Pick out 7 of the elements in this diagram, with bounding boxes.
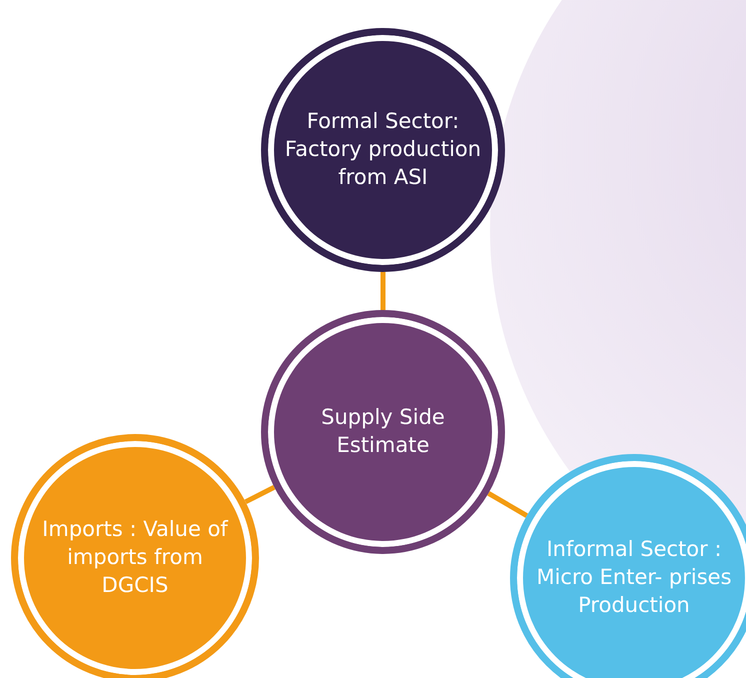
node-label: Formal Sector: Factory production from ASI: [284, 108, 482, 191]
node-label: Informal Sector : Micro Enter- prises Production: [535, 536, 733, 619]
connector-line: [244, 485, 276, 504]
connector-line: [487, 491, 528, 518]
node-label: Imports : Value of imports from DGCIS: [41, 516, 230, 599]
connector-line: [380, 272, 386, 310]
node-label: Supply Side Estimate: [320, 404, 446, 459]
